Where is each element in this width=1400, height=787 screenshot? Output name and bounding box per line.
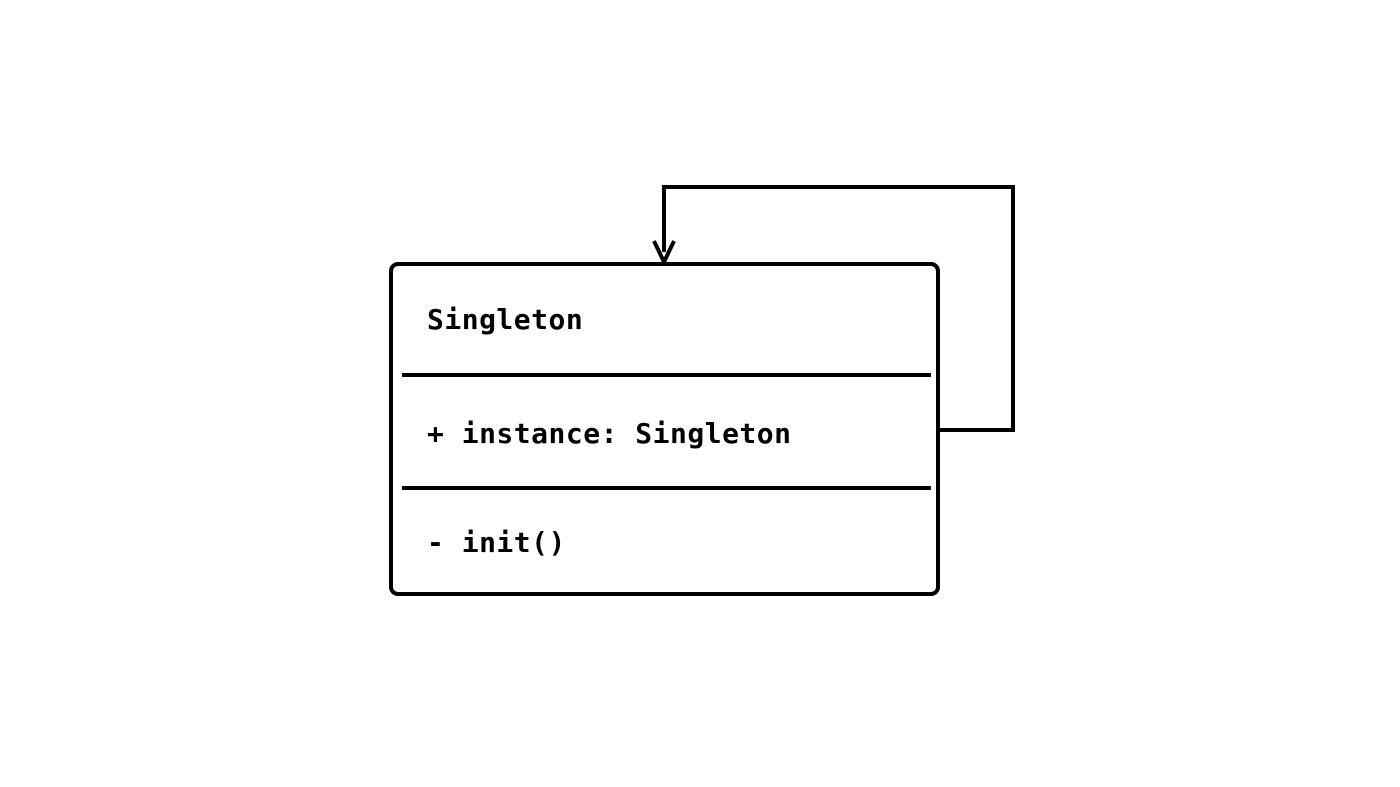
attributes-compartment: + instance: Singleton [393, 377, 936, 490]
compartment-divider-attributes [402, 373, 931, 377]
attribute-item: + instance: Singleton [427, 416, 792, 450]
operation-item: - init() [427, 526, 566, 559]
class-name-compartment: Singleton [393, 266, 936, 373]
class-name-label: Singleton [427, 302, 584, 336]
uml-class-box-singleton[interactable]: Singleton + instance: Singleton - init() [389, 262, 940, 596]
compartment-divider-operations [402, 486, 931, 490]
operations-compartment: - init() [393, 490, 936, 596]
self-loop-path [662, 185, 1015, 432]
